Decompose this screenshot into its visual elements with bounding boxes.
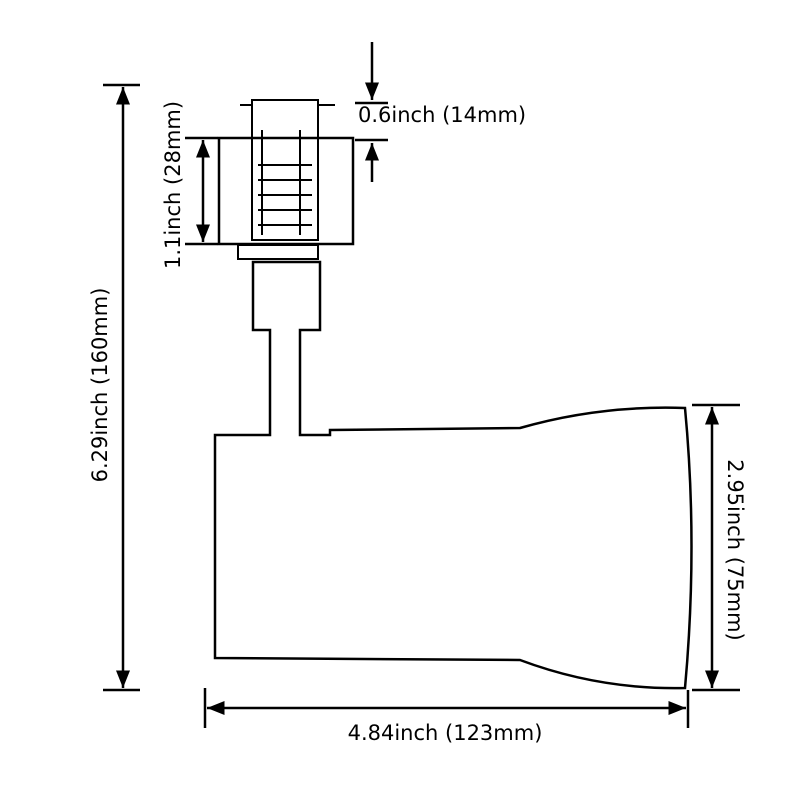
adapter-connector [237, 244, 319, 260]
total-height-label: 6.29inch (160mm) [88, 288, 112, 483]
head-length-dimension: 4.84inch (123mm) [203, 688, 690, 745]
head-diameter-label: 2.95inch (75mm) [723, 459, 747, 640]
adapter-height-label: 1.1inch (28mm) [161, 101, 185, 269]
fixture-drawing [213, 99, 693, 690]
adapter-housing [217, 136, 355, 246]
cap-height-dimension: 0.6inch (14mm) [355, 42, 526, 182]
head-length-label: 4.84inch (123mm) [348, 721, 543, 745]
head-diameter-dimension: 2.95inch (75mm) [692, 403, 747, 692]
fixture-head [213, 260, 693, 690]
adapter-cylinder [240, 99, 335, 241]
total-height-dimension: 6.29inch (160mm) [88, 83, 140, 692]
thread-lines [258, 130, 312, 235]
cap-height-label: 0.6inch (14mm) [358, 103, 526, 127]
adapter-height-dimension: 1.1inch (28mm) [161, 101, 218, 269]
